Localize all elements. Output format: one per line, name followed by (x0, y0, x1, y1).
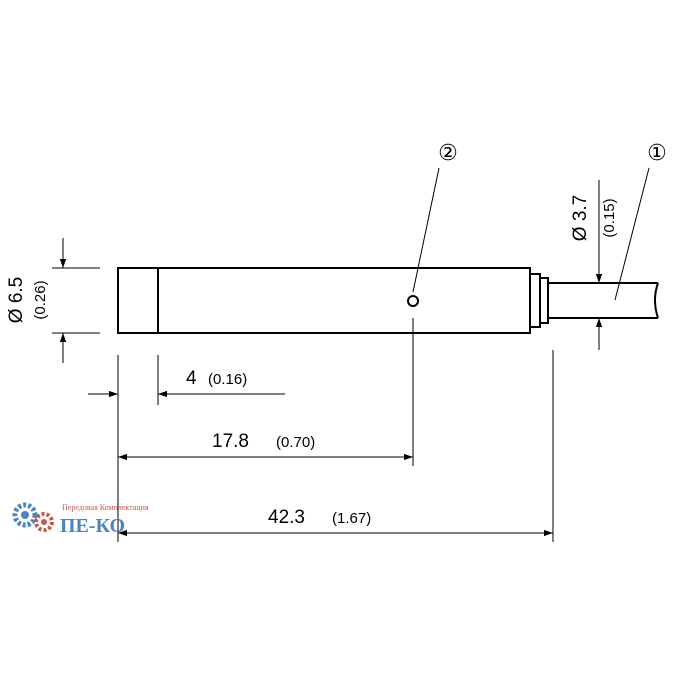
length-total-value: 42.3 (268, 507, 305, 528)
callout-led: ② (412, 141, 458, 293)
watermark-brand: ПЕ-КО (60, 515, 125, 537)
length-front-inch: (0.16) (208, 371, 247, 388)
gear-icon (34, 512, 54, 532)
rear-cap (529, 273, 549, 328)
diameter-cable-inch: (0.15) (601, 198, 618, 237)
watermark-tagline: Передовая Комплектация (62, 503, 149, 512)
length-led-inch: (0.70) (276, 434, 315, 451)
diameter-body-dimension (52, 238, 100, 363)
diameter-cable-value: Ø 3.7 (570, 195, 591, 241)
diameter-body-inch: (0.26) (32, 280, 49, 319)
callout-cable: ① (614, 141, 667, 301)
sensor-body (117, 267, 531, 334)
callout-led-marker: ② (438, 141, 458, 166)
length-led-value: 17.8 (212, 431, 249, 452)
gear-icon (12, 502, 38, 528)
watermark-logo: Передовая Комплектация ПЕ-КО (12, 502, 149, 537)
extension-lines (117, 318, 554, 542)
callout-cable-marker: ① (647, 141, 667, 166)
led-indicator (407, 295, 419, 307)
cable (548, 282, 659, 319)
length-total-inch: (1.67) (332, 510, 371, 527)
length-front-value: 4 (186, 368, 197, 389)
diameter-body-value: Ø 6.5 (6, 277, 27, 323)
